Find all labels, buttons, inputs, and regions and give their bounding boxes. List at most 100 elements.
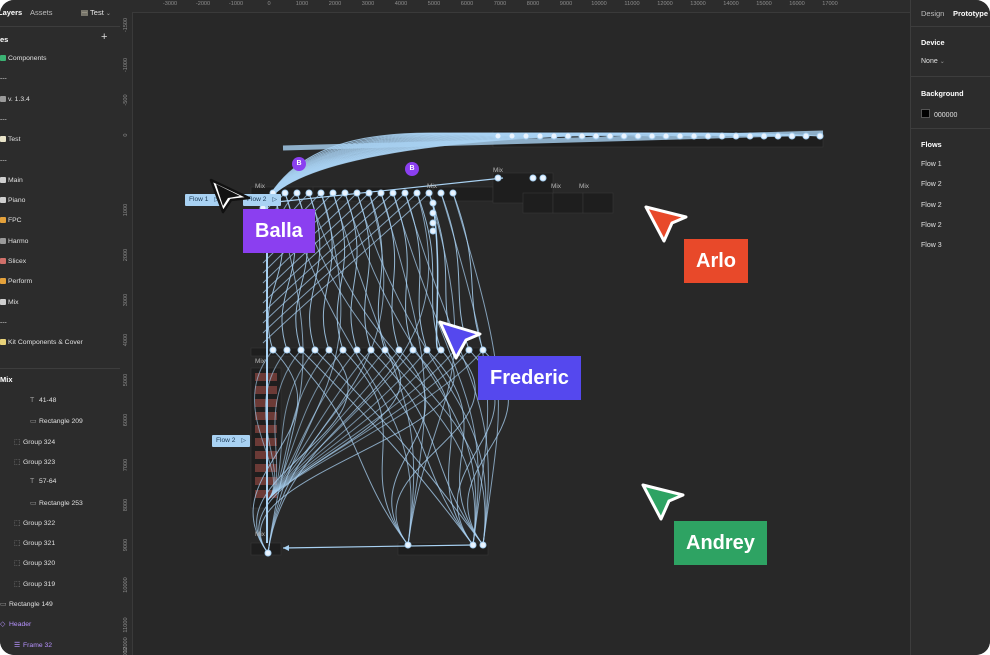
connection-node <box>606 132 614 140</box>
layer-item[interactable]: ⬚Group 320 <box>14 559 55 573</box>
connection-node <box>465 346 473 354</box>
tab-prototype[interactable]: Prototype <box>953 9 989 18</box>
chevron-down-icon: ⌄ <box>105 11 111 17</box>
flow-start-tag[interactable]: Flow 2▷ <box>212 435 251 447</box>
ruler-tick-label: 4000 <box>394 1 408 7</box>
green-square-icon <box>0 55 6 61</box>
layer-item[interactable]: ▭Rectangle 149 <box>0 600 53 614</box>
page-item[interactable]: Test <box>0 136 20 150</box>
cursor-name: Andrey <box>686 532 755 554</box>
cursor-arrow-icon <box>644 205 688 243</box>
tab-assets[interactable]: Assets <box>30 8 53 17</box>
tab-design[interactable]: Design <box>921 9 945 18</box>
page-item[interactable]: Mix <box>0 298 19 313</box>
page-item-label: Piano <box>8 197 26 205</box>
ruler-tick-label: 14000 <box>723 1 739 7</box>
divider <box>911 76 990 77</box>
frame-label[interactable]: Mix <box>255 531 265 538</box>
ruler-tick-label: 5000 <box>123 373 129 387</box>
flow-item[interactable]: Flow 1 <box>921 161 942 168</box>
connection-node <box>377 189 385 197</box>
layer-item[interactable]: ⬚Group 324 <box>14 438 55 452</box>
layer-item[interactable]: ▭Rectangle 253 <box>30 499 83 513</box>
frame-label[interactable]: Mix <box>493 167 503 174</box>
flow-item[interactable]: Flow 3 <box>921 242 942 250</box>
connector <box>262 192 394 314</box>
connection-node <box>423 346 431 354</box>
layer-type-icon: T <box>30 397 35 404</box>
device-select[interactable]: None ⌄ <box>921 58 945 65</box>
color-swatch[interactable] <box>921 109 930 118</box>
frame-label[interactable]: Mix <box>551 183 561 190</box>
frame-label[interactable]: Mix <box>579 183 589 190</box>
flow-start-tag[interactable]: Flow 1▷ <box>185 194 224 206</box>
layer-item[interactable]: T 41-48 <box>30 397 56 411</box>
add-page-icon[interactable]: + <box>101 31 108 43</box>
avatar[interactable]: B <box>405 162 419 176</box>
ruler-tick-label: 9000 <box>559 1 573 7</box>
frame-label[interactable]: Mix <box>255 183 265 190</box>
connection-node <box>690 132 698 140</box>
connection-node <box>317 189 325 197</box>
frame-thumbnail <box>552 192 584 214</box>
page-item[interactable]: Components <box>0 55 47 69</box>
flow-item[interactable]: Flow 2 <box>921 221 942 229</box>
page-item[interactable]: Harmo <box>0 237 28 252</box>
layer-item[interactable]: ▭Rectangle 209 <box>30 417 83 431</box>
frame-label[interactable]: Mix <box>255 358 265 365</box>
cursor-name-tag: Frederic <box>478 356 581 400</box>
layer-item[interactable]: ◇Header <box>0 620 31 634</box>
layer-item[interactable]: ☰Frame 32 <box>14 641 52 655</box>
connection-node <box>429 209 437 217</box>
page-item[interactable]: --- <box>0 75 7 89</box>
connection-node <box>634 132 642 140</box>
layer-item[interactable]: ⬚Group 323 <box>14 458 55 472</box>
page-item[interactable]: Perform <box>0 278 32 292</box>
divider <box>0 368 120 369</box>
frame-label[interactable]: Mix <box>427 183 437 190</box>
left-panel: Layers Assets ▤ Test⌄ es + Components---… <box>0 0 121 655</box>
layer-item[interactable]: ⬚Group 319 <box>14 580 55 594</box>
flow-start-tag[interactable]: Flow 2▷ <box>243 194 282 206</box>
layer-item[interactable]: ⬚Group 322 <box>14 519 55 533</box>
connector <box>262 192 382 304</box>
flows-header: Flows <box>921 140 942 149</box>
layer-item-label: 41-48 <box>39 397 57 404</box>
connection-node <box>264 549 272 557</box>
canvas[interactable]: Flow 1▷ Flow 2▷ Flow 2▷ B B Mix Mix Mix … <box>133 13 910 655</box>
layer-item[interactable]: ⬚Group 321 <box>14 539 55 553</box>
page-item[interactable]: v. 1.3.4 <box>0 95 30 110</box>
page-item[interactable]: FPC <box>0 217 22 231</box>
flow-item[interactable]: Flow 2 <box>921 201 942 209</box>
background-color-field[interactable]: 000000 <box>921 109 957 119</box>
connection-node <box>437 189 445 197</box>
connector <box>267 192 430 554</box>
page-item[interactable]: --- <box>0 157 7 171</box>
connection-node <box>536 132 544 140</box>
page-item[interactable]: Piano <box>0 197 25 211</box>
page-item[interactable]: --- <box>0 319 7 333</box>
ruler-tick-label: 0 <box>123 133 129 137</box>
tab-layers[interactable]: Layers <box>0 8 23 17</box>
ruler-tick-label: 13000 <box>123 647 129 655</box>
ruler-tick-label: 0 <box>267 1 271 7</box>
device-header: Device <box>921 38 945 47</box>
flow-start-label: Flow 1 <box>189 196 209 203</box>
layer-item-label: Group 321 <box>23 540 56 548</box>
flow-item[interactable]: Flow 2 <box>921 181 942 189</box>
connection-node <box>494 174 502 182</box>
page-item[interactable]: Main <box>0 176 23 191</box>
page-item[interactable]: --- <box>0 116 7 130</box>
layer-type-icon: ⬚ <box>14 540 21 548</box>
ruler-tick-label: 2000 <box>123 248 129 262</box>
connection-node <box>365 189 373 197</box>
connection-node <box>305 189 313 197</box>
connector <box>267 349 344 501</box>
connector <box>391 349 427 546</box>
connection-node <box>662 132 670 140</box>
page-item[interactable]: Slicex <box>0 258 26 272</box>
page-item[interactable]: Kit Components & Cover <box>0 339 83 353</box>
avatar[interactable]: B <box>292 157 306 171</box>
page-switcher[interactable]: ▤ Test⌄ <box>81 8 111 17</box>
